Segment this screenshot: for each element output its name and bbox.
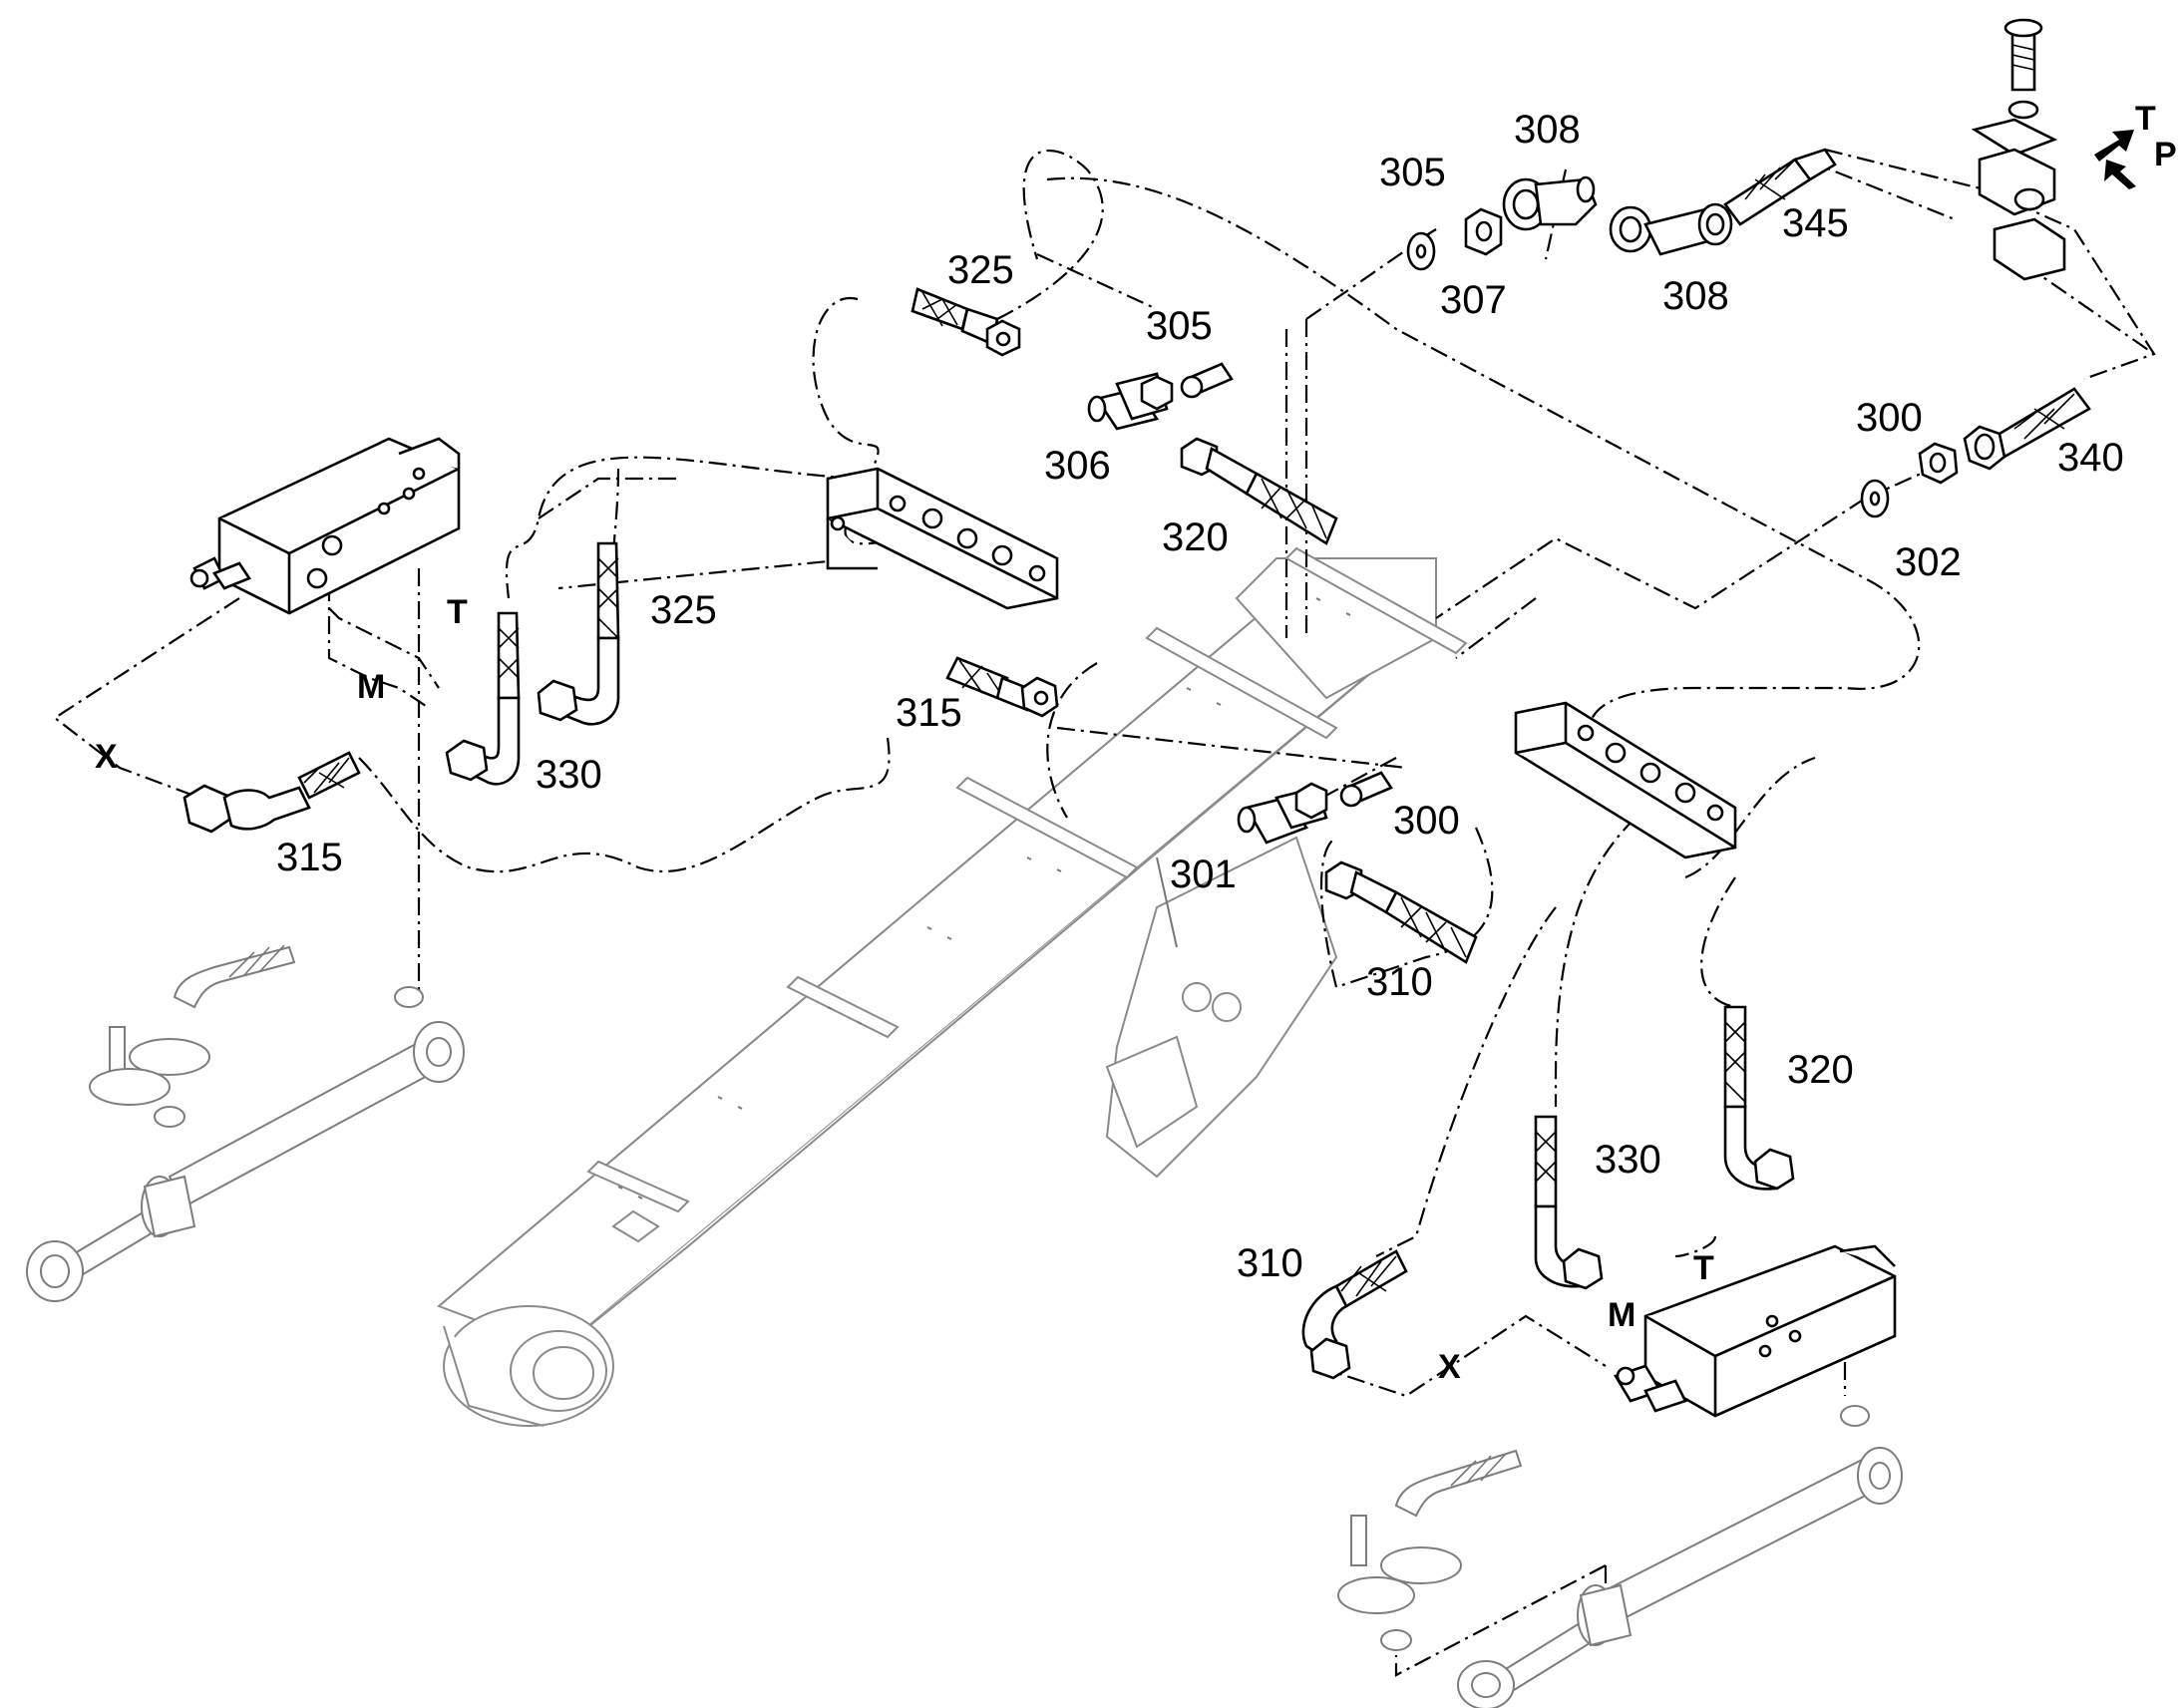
label-320-upper: 320 <box>1162 515 1229 559</box>
hose-315-left <box>182 751 361 834</box>
port-labels: T P T M X T M X <box>95 100 2177 1386</box>
hose-325-upper <box>910 287 1021 357</box>
port-t-left: T <box>447 593 468 631</box>
hose-320-upper <box>1180 437 1338 545</box>
port-t-right: T <box>1693 1249 1714 1287</box>
tube-clamp-assembly <box>1971 18 2066 281</box>
nut-300-right <box>1918 442 1959 485</box>
label-325-upper: 325 <box>947 248 1014 292</box>
label-302: 302 <box>1895 540 1962 584</box>
elbow-308-upper <box>1502 175 1598 231</box>
connection-lines <box>53 148 2156 1677</box>
nipple-300-lower <box>1339 771 1393 808</box>
hose-315-middle <box>945 656 1059 718</box>
port-x-right: X <box>1438 1348 1461 1386</box>
label-325-left: 325 <box>650 588 717 632</box>
label-301: 301 <box>1170 853 1237 896</box>
port-arrows <box>2094 130 2136 189</box>
label-308-lower: 308 <box>1662 274 1729 318</box>
port-m-right: M <box>1608 1296 1635 1334</box>
tee-fitting-301 <box>1237 782 1328 845</box>
label-330-lower: 330 <box>1595 1138 1661 1182</box>
right-valve-block <box>1614 1244 1897 1418</box>
label-320-lower: 320 <box>1787 1048 1854 1092</box>
label-345: 345 <box>1782 201 1849 245</box>
hose-310-lower <box>1301 1249 1408 1380</box>
washer-302 <box>1860 479 1890 518</box>
label-300-lower: 300 <box>1393 799 1460 843</box>
boom-arm <box>437 546 1468 1427</box>
port-m-left: M <box>357 668 385 706</box>
hose-340 <box>1963 387 2091 471</box>
label-330-left: 330 <box>536 753 602 797</box>
hose-330-lower <box>1534 1115 1604 1290</box>
port-t-top: T <box>2135 100 2156 138</box>
clamp-block-lower <box>1514 701 1737 859</box>
nut-305-top <box>1464 207 1503 256</box>
port-x-left: X <box>95 738 118 776</box>
label-307: 307 <box>1440 278 1507 322</box>
elbow-308-lower <box>1609 202 1733 256</box>
right-cylinder <box>1337 1405 1903 1708</box>
tee-fitting-306 <box>1087 372 1174 431</box>
label-300-right: 300 <box>1856 396 1923 440</box>
label-310-mid: 310 <box>1366 960 1433 1004</box>
hose-320-lower <box>1723 1005 1795 1191</box>
label-315-mid: 315 <box>896 691 962 735</box>
nipple-305-upper <box>1180 362 1234 399</box>
label-315-left: 315 <box>276 836 343 879</box>
label-306: 306 <box>1044 444 1111 488</box>
hose-310-middle <box>1324 860 1478 964</box>
washer-307 <box>1406 231 1436 271</box>
part-labels: 308 305 345 307 308 325 305 306 320 300 … <box>276 108 2124 1285</box>
port-p-top: P <box>2154 136 2177 173</box>
hose-330-left <box>445 611 521 786</box>
label-340: 340 <box>2057 436 2124 480</box>
hose-345 <box>1723 148 1837 226</box>
hose-325-left <box>537 541 620 726</box>
left-valve-block <box>189 437 461 615</box>
clamp-block-upper <box>826 467 1059 610</box>
label-305-top: 305 <box>1379 151 1446 194</box>
label-308-top: 308 <box>1514 108 1581 152</box>
label-305-mid: 305 <box>1146 304 1213 348</box>
label-310-lower: 310 <box>1237 1241 1303 1285</box>
left-cylinder <box>26 944 465 1302</box>
